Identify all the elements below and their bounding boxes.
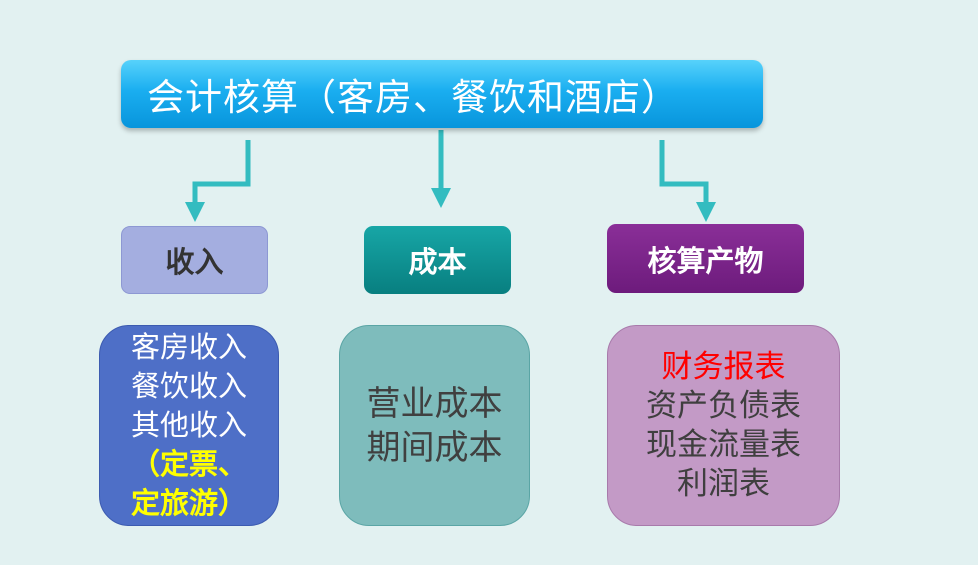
report-title: 财务报表 <box>661 348 786 385</box>
report-item: 资产负债表 <box>646 387 801 424</box>
income-note: （定票、 <box>130 447 247 481</box>
cost-detail: 营业成本 期间成本 <box>339 325 530 526</box>
income-header: 收入 <box>121 226 268 294</box>
income-item: 餐饮收入 <box>130 369 247 403</box>
arrow-to-output <box>659 140 716 222</box>
income-detail: 客房收入 餐饮收入 其他收入 （定票、 定旅游） <box>99 325 279 526</box>
output-header: 核算产物 <box>607 224 804 293</box>
income-header-label: 收入 <box>165 245 224 279</box>
root-node: 会计核算（客房、餐饮和酒店） <box>121 60 763 128</box>
income-item: 其他收入 <box>130 408 247 442</box>
income-item: 客房收入 <box>130 330 247 364</box>
cost-item: 期间成本 <box>366 427 503 468</box>
cost-item: 营业成本 <box>366 383 503 424</box>
cost-header-label: 成本 <box>408 245 467 279</box>
cost-header: 成本 <box>364 226 511 294</box>
report-item: 利润表 <box>677 465 770 502</box>
report-item: 现金流量表 <box>646 426 801 463</box>
root-title: 会计核算（客房、餐饮和酒店） <box>147 76 679 119</box>
arrow-to-income <box>185 140 251 222</box>
output-header-label: 核算产物 <box>647 243 764 278</box>
output-detail: 财务报表 资产负债表 现金流量表 利润表 <box>607 325 840 526</box>
income-note: 定旅游） <box>130 486 247 520</box>
